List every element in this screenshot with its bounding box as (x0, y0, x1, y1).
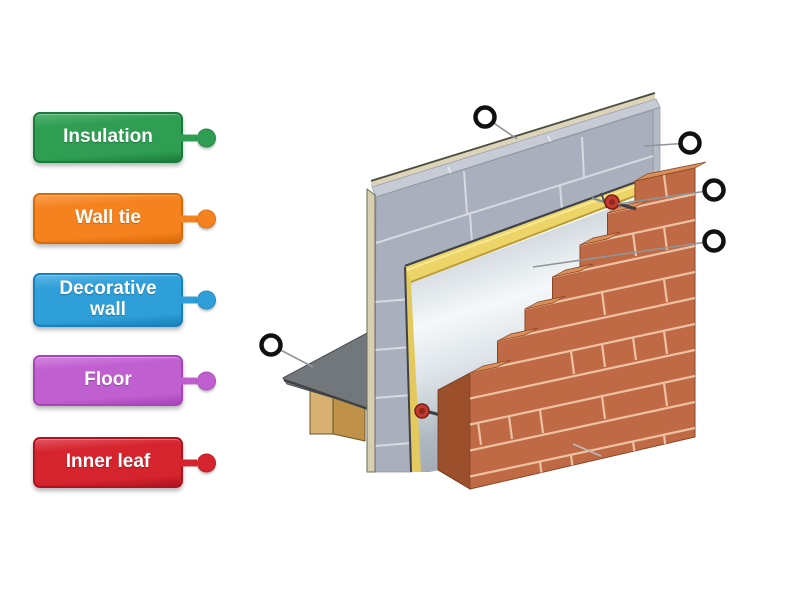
answer-target-5[interactable] (259, 333, 283, 357)
answer-target-2[interactable] (678, 131, 702, 155)
label-connector-stem (180, 215, 197, 222)
label-text: Inner leaf (65, 451, 151, 473)
label-connector-dot[interactable] (197, 290, 216, 310)
label-chip-wall-tie[interactable]: Wall tie (33, 193, 216, 244)
faint-leader-line (572, 443, 602, 457)
answer-targets (259, 105, 726, 368)
label-connector-dot[interactable] (197, 128, 216, 147)
label-connector-dot[interactable] (197, 453, 216, 472)
label-connector-stem (180, 296, 197, 304)
label-chip-decorative-wall[interactable]: Decorative wall (33, 273, 216, 327)
label-connector-stem (180, 134, 197, 141)
answer-target-3[interactable] (702, 178, 726, 202)
block-mortar-lines (374, 136, 654, 447)
label-text: Decorative wall (59, 278, 157, 320)
label-chip-insulation[interactable]: Insulation (33, 112, 216, 163)
leader-line-target-3 (617, 189, 715, 205)
label-connector-stem (180, 459, 197, 466)
label-connector-dot[interactable] (197, 209, 216, 228)
wall-tie-upper (591, 192, 637, 211)
leader-line-target-4 (532, 240, 715, 268)
answer-target-4[interactable] (702, 229, 726, 253)
label-connector-dot[interactable] (197, 371, 216, 390)
label-chip-inner-leaf[interactable]: Inner leaf (33, 437, 216, 488)
label-text: Wall tie (75, 207, 141, 229)
label-text: Floor (84, 369, 132, 391)
label-text: Insulation (63, 126, 153, 148)
label-connector-stem (180, 377, 197, 384)
label-chip-floor[interactable]: Floor (33, 355, 216, 406)
answer-target-1[interactable] (473, 105, 497, 129)
